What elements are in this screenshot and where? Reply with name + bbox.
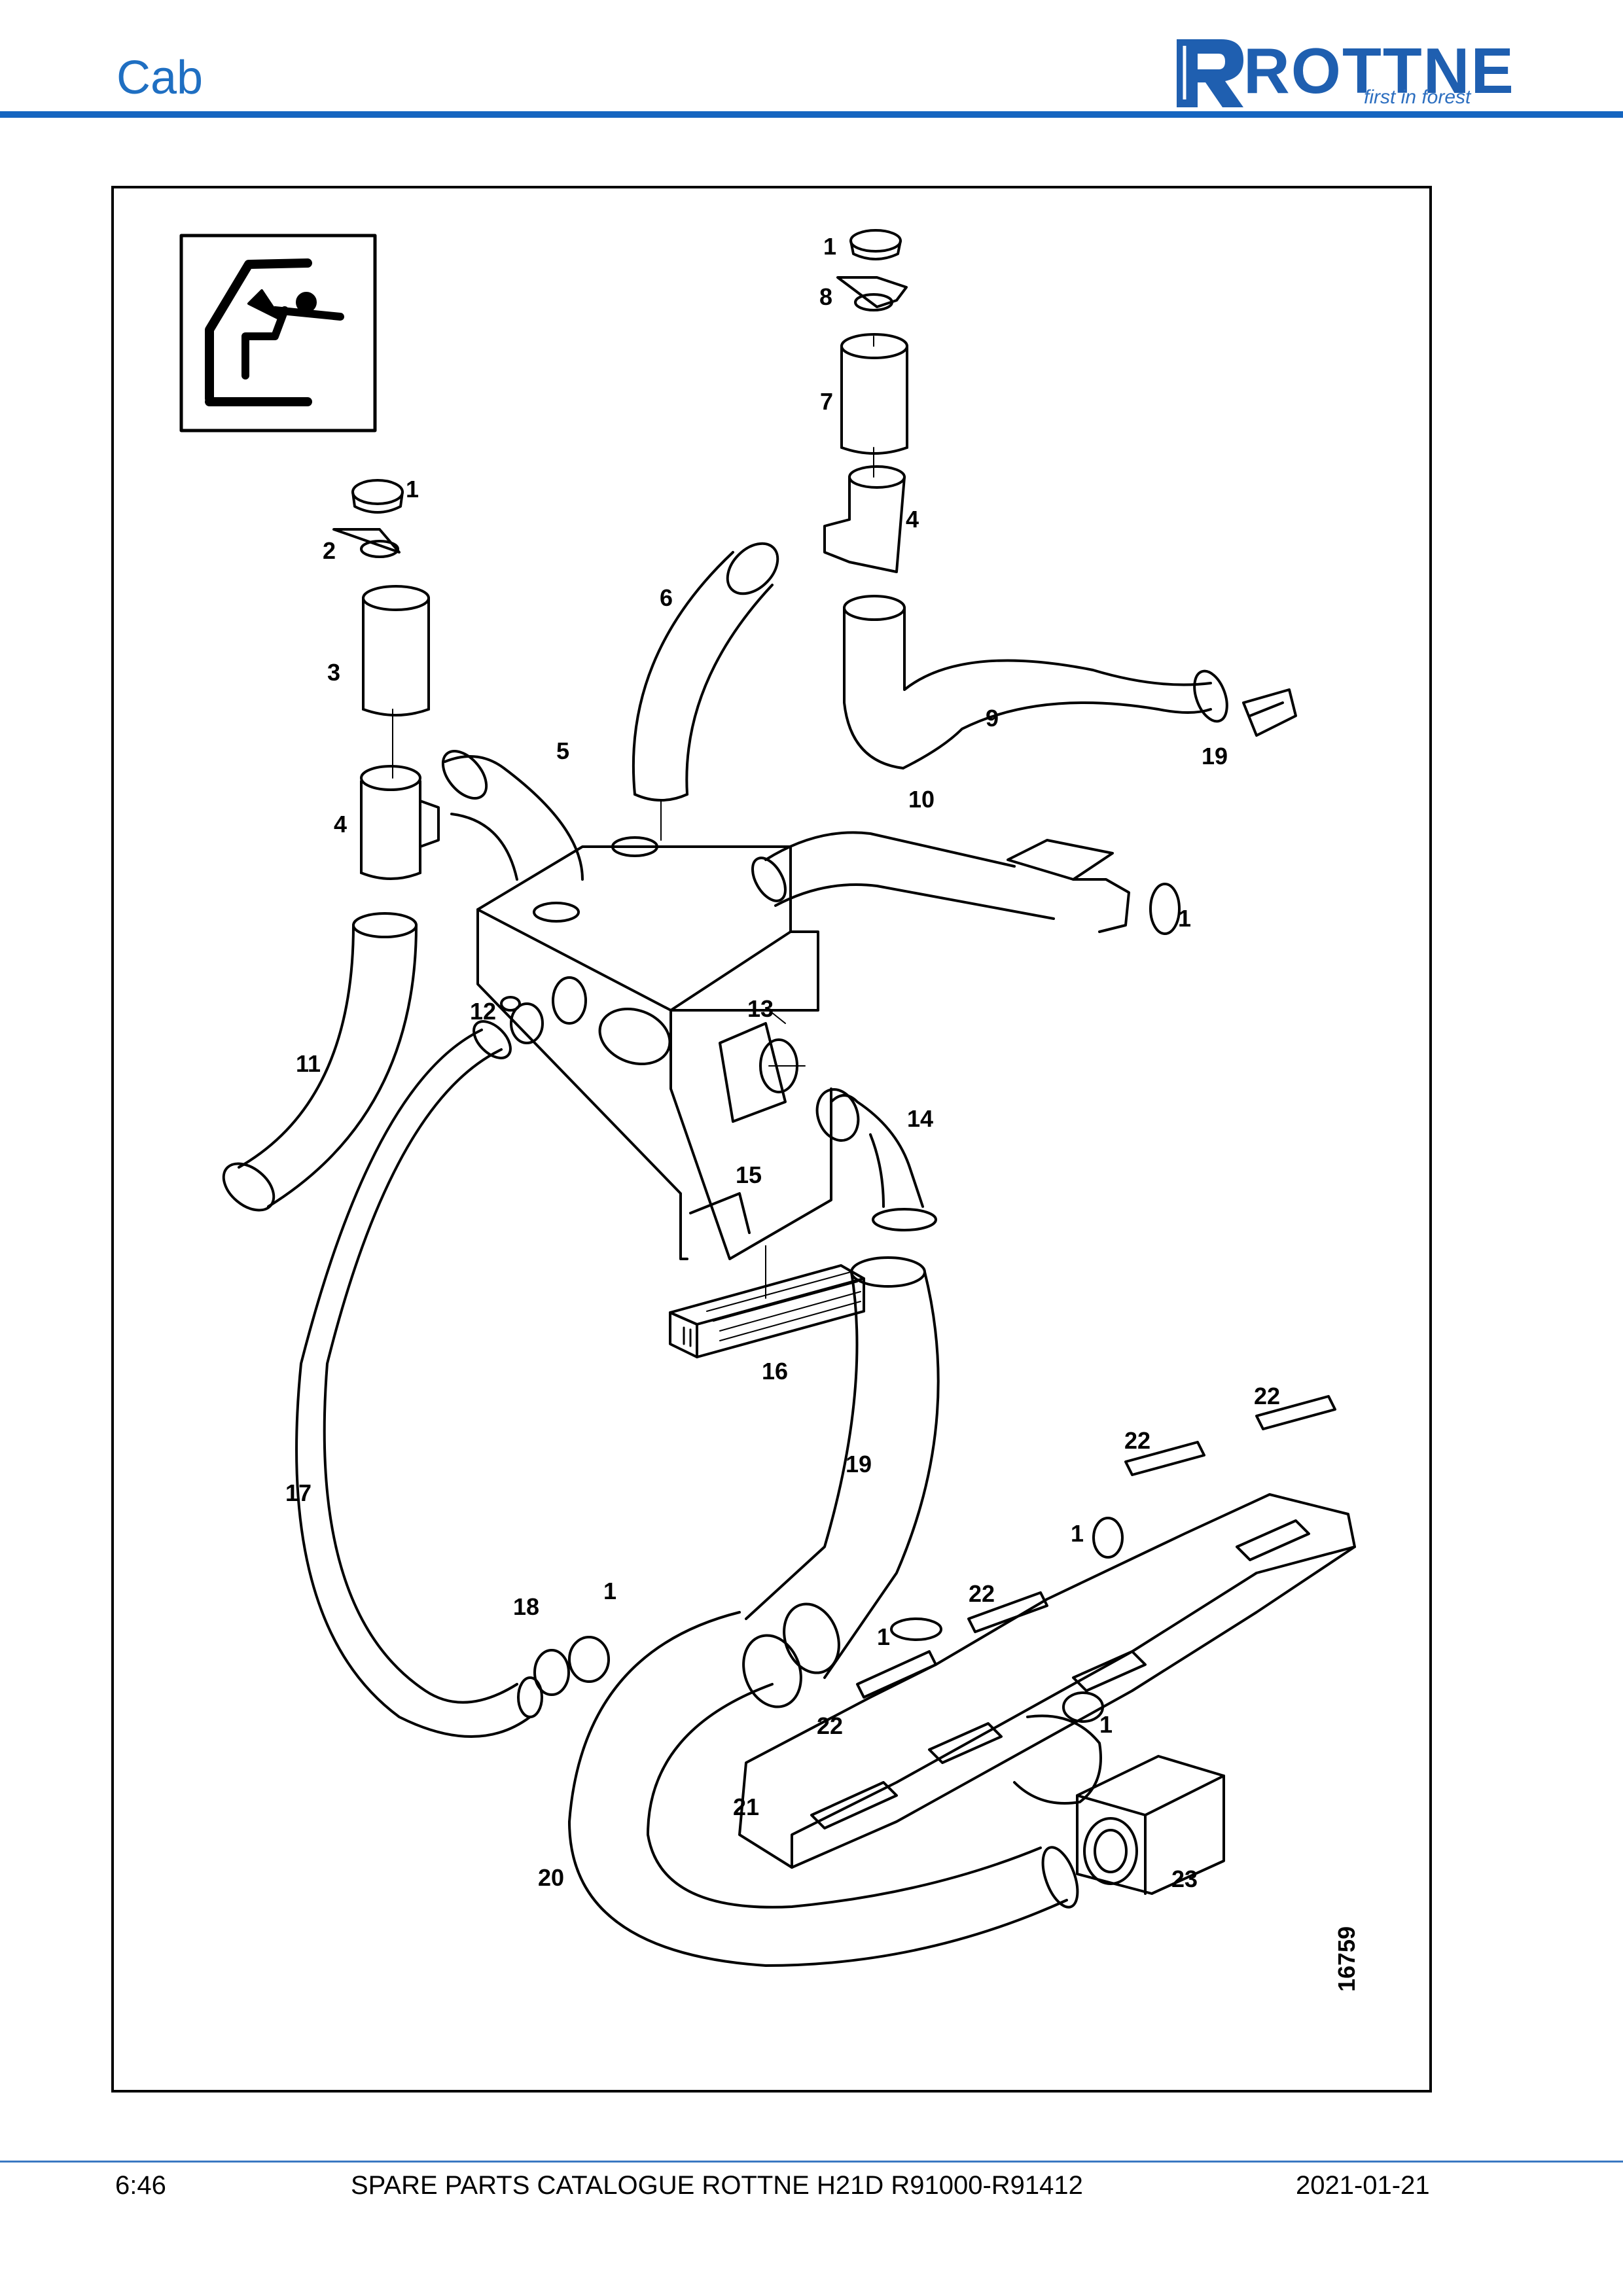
- callout-14: 14: [907, 1105, 933, 1132]
- callout-12: 12: [470, 998, 496, 1025]
- callout-6: 6: [660, 584, 673, 611]
- air-duct: [738, 1493, 1356, 1869]
- brand-slogan: first in forest: [1364, 86, 1471, 108]
- callout-4: 4: [334, 811, 347, 838]
- callout-1: 1: [603, 1578, 616, 1604]
- callout-8: 8: [819, 283, 832, 310]
- rottne-logo: ROTTNE first in forest: [1170, 34, 1514, 113]
- callout-22: 22: [969, 1580, 995, 1607]
- callout-19: 19: [1202, 743, 1228, 769]
- callout-9: 9: [986, 705, 999, 732]
- footer-divider: [0, 2161, 1623, 2163]
- brand-name: ROTTNE: [1243, 35, 1515, 107]
- callout-16: 16: [762, 1358, 788, 1385]
- callout-1: 1: [406, 476, 419, 503]
- cab-seat-icon: [179, 234, 377, 433]
- cap-left-top: [351, 479, 404, 505]
- exploded-parts-diagram: 1 8 7 4 1 2 6 3 9 19 5 10 4 1 12 13 11 1…: [179, 229, 1360, 1992]
- callout-21: 21: [733, 1793, 759, 1820]
- callout-1: 1: [1099, 1711, 1113, 1738]
- diagram-frame: [111, 186, 1432, 2093]
- callout-13: 13: [747, 995, 774, 1022]
- filter-element: [669, 1264, 865, 1358]
- page-title: Cab: [116, 52, 204, 104]
- callout-20: 20: [538, 1864, 564, 1891]
- callout-1: 1: [1178, 905, 1191, 932]
- fan-unit: [1076, 1755, 1225, 1895]
- callout-17: 17: [285, 1479, 312, 1506]
- callout-23: 23: [1171, 1865, 1198, 1892]
- catalogue-title: SPARE PARTS CATALOGUE ROTTNE H21D R91000…: [351, 2171, 1083, 2200]
- callout-11: 11: [296, 1050, 321, 1077]
- callout-22: 22: [1124, 1427, 1150, 1454]
- page-number: 6:46: [115, 2171, 166, 2200]
- callout-2: 2: [323, 537, 336, 564]
- callout-1: 1: [823, 233, 836, 260]
- callout-5: 5: [556, 737, 569, 764]
- callout-19: 19: [846, 1451, 872, 1477]
- callout-1: 1: [1071, 1520, 1084, 1547]
- callout-22: 22: [1254, 1383, 1280, 1409]
- rottne-r-emblem-icon: [1177, 39, 1243, 107]
- heater-box: [476, 836, 832, 1260]
- header-divider: [0, 111, 1623, 118]
- callout-7: 7: [820, 388, 833, 415]
- callout-3: 3: [327, 659, 340, 686]
- vent-grille: [856, 1395, 1336, 1699]
- callout-10: 10: [908, 786, 935, 813]
- callout-15: 15: [736, 1161, 762, 1188]
- drawing-number: 16759: [1333, 1926, 1360, 1992]
- publication-date: 2021-01-21: [1296, 2171, 1430, 2200]
- callout-22: 22: [817, 1712, 843, 1739]
- callout-18: 18: [513, 1593, 539, 1620]
- callout-1: 1: [877, 1623, 890, 1650]
- callout-4: 4: [906, 506, 919, 533]
